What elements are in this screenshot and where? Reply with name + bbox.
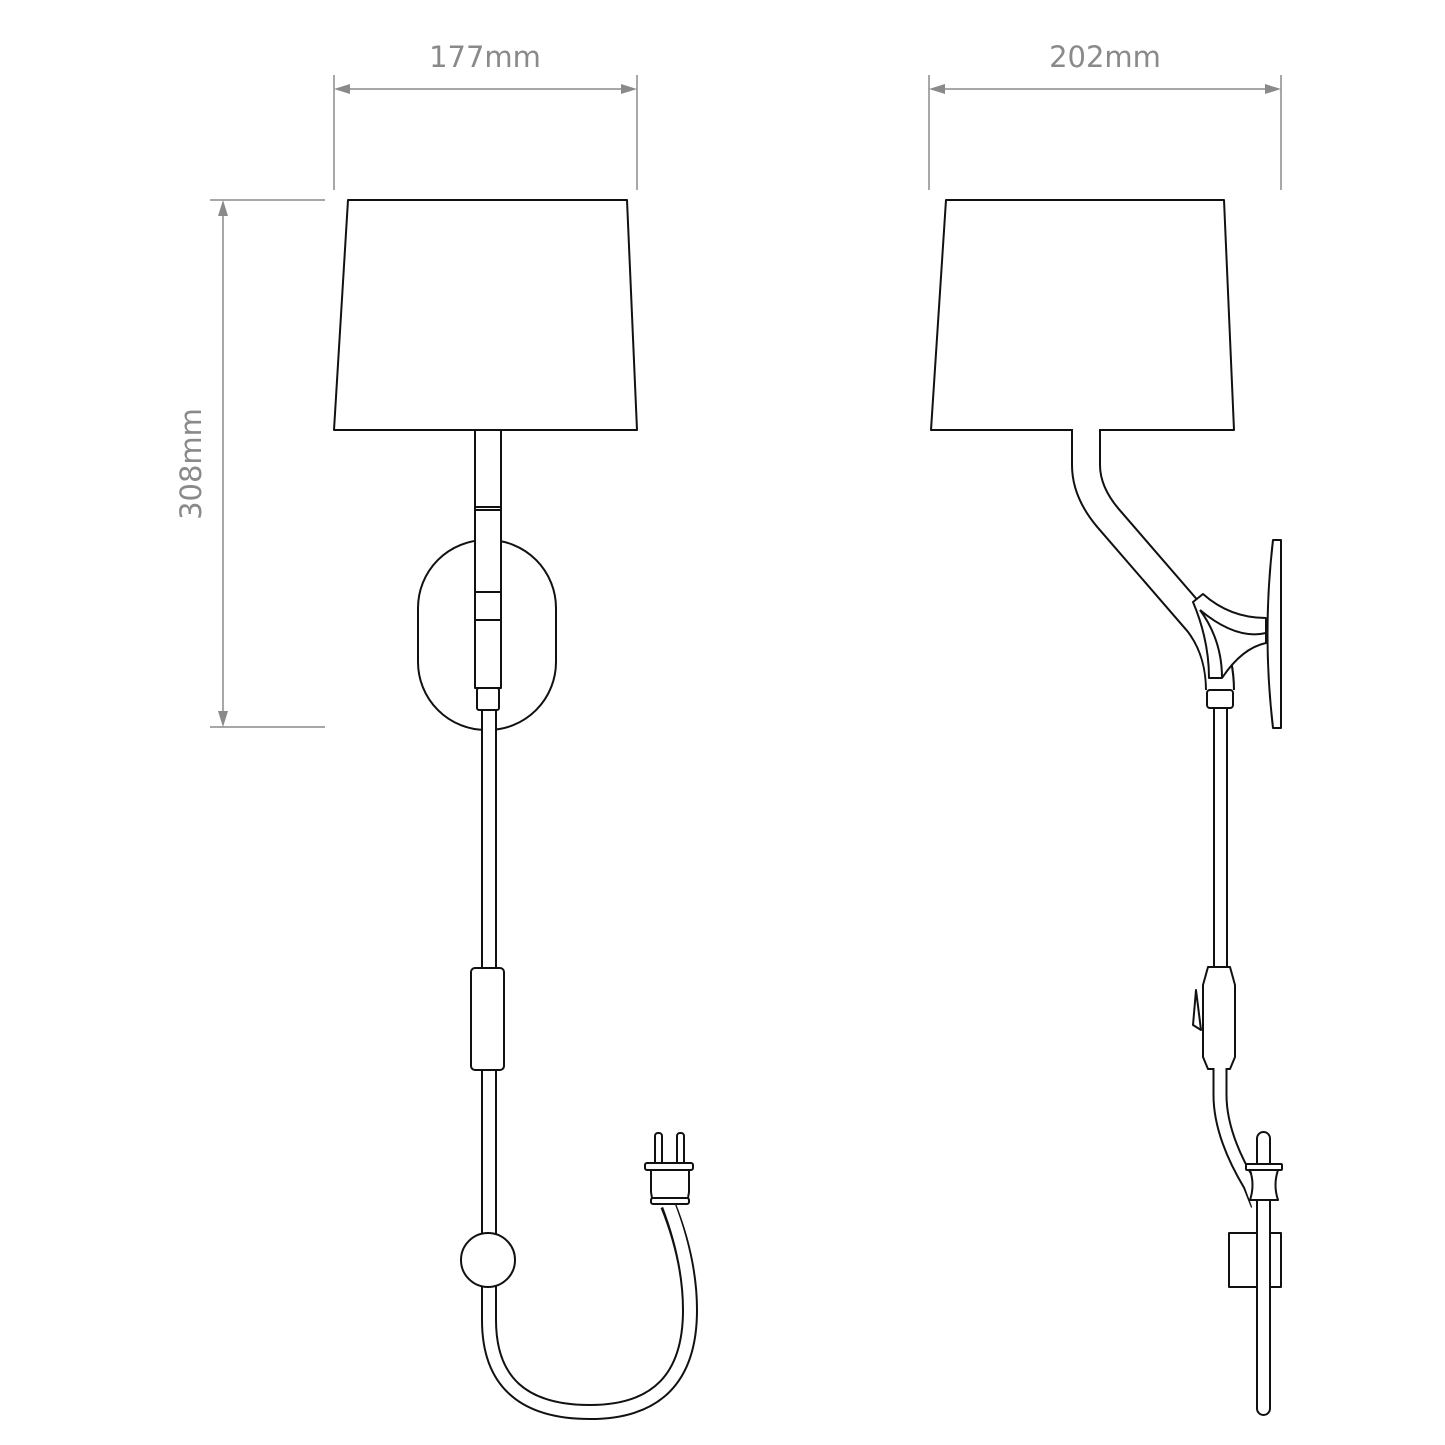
front-width-dimension: 177mm (333, 40, 638, 190)
power-cord (1213, 707, 1228, 969)
power-cord-loop (481, 1202, 699, 1421)
arm-bracket (1192, 593, 1267, 679)
front-view-lamp (333, 199, 699, 1421)
side-view-lamp (930, 199, 1283, 1416)
lamp-shade (333, 199, 638, 431)
side-width-label: 202mm (1049, 40, 1161, 74)
height-label: 308mm (174, 408, 208, 520)
wall-plate (1266, 539, 1282, 729)
inline-switch (1202, 966, 1236, 1070)
arm-collar (1206, 689, 1234, 709)
stem-collar (476, 687, 500, 711)
side-width-dimension: 202mm (928, 40, 1282, 190)
cord-ball (460, 1232, 516, 1288)
lamp-stem (474, 429, 502, 689)
plug (644, 1132, 694, 1205)
lamp-shade (930, 199, 1235, 431)
power-cord (481, 709, 497, 969)
height-dimension: 308mm (174, 199, 325, 728)
front-width-label: 177mm (429, 40, 541, 74)
power-cord (481, 1069, 497, 1239)
plug-prong (1256, 1131, 1271, 1416)
plug-body (1249, 1169, 1279, 1201)
switch-rocker (1192, 989, 1202, 1031)
inline-switch (470, 967, 505, 1071)
plug-face (1228, 1232, 1282, 1288)
